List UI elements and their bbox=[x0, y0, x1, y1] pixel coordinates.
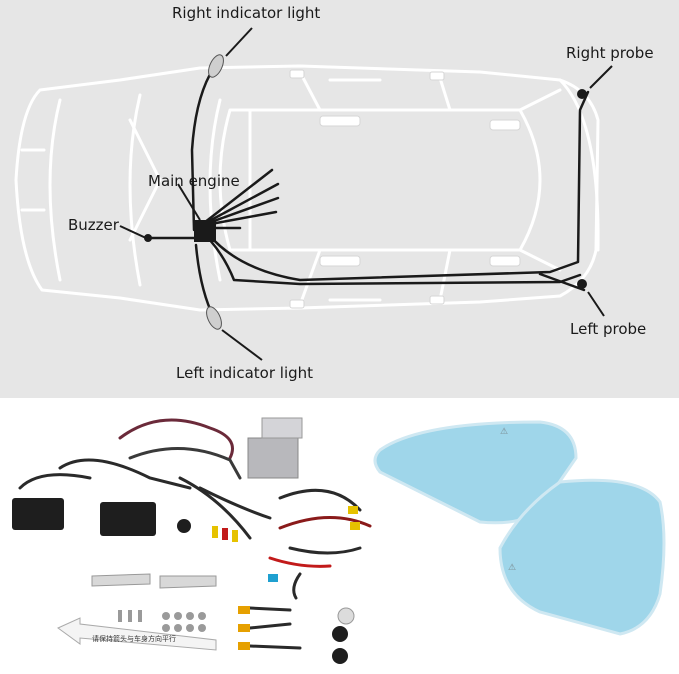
wiring-harness bbox=[148, 60, 590, 320]
svg-text:⚠: ⚠ bbox=[500, 427, 508, 437]
buzzer-unit bbox=[177, 519, 191, 533]
label-main-engine: Main engine bbox=[148, 172, 240, 190]
wiring-diagram: Right indicator light Right probe Main e… bbox=[0, 0, 679, 398]
label-right-probe: Right probe bbox=[566, 44, 654, 62]
right-probe bbox=[577, 89, 587, 99]
mirror-glass-right bbox=[373, 420, 578, 525]
product-kit-photo: ⚠ ⚠ 请保持箭头与车身方向平行 bbox=[0, 398, 679, 674]
main-engine-box bbox=[194, 220, 216, 242]
svg-text:⚠: ⚠ bbox=[508, 563, 516, 573]
left-probe bbox=[577, 279, 587, 289]
radar-unit-left bbox=[12, 498, 64, 530]
left-indicator-light bbox=[206, 306, 222, 330]
arrow-template-text: 请保持箭头与车身方向平行 bbox=[92, 635, 176, 643]
label-left-indicator-light: Left indicator light bbox=[176, 364, 314, 382]
main-engine-unit bbox=[247, 437, 299, 479]
radar-unit-right bbox=[100, 502, 156, 536]
car-outline-top-view bbox=[14, 27, 613, 361]
right-indicator-light bbox=[208, 54, 224, 78]
buzzer bbox=[144, 234, 152, 242]
label-left-probe: Left probe bbox=[570, 320, 647, 338]
mirror-glass-left bbox=[498, 478, 666, 636]
label-right-indicator-light: Right indicator light bbox=[172, 4, 321, 22]
label-buzzer: Buzzer bbox=[68, 216, 119, 234]
kit-components: ⚠ ⚠ bbox=[12, 417, 666, 664]
alignment-arrow-template bbox=[57, 617, 217, 651]
